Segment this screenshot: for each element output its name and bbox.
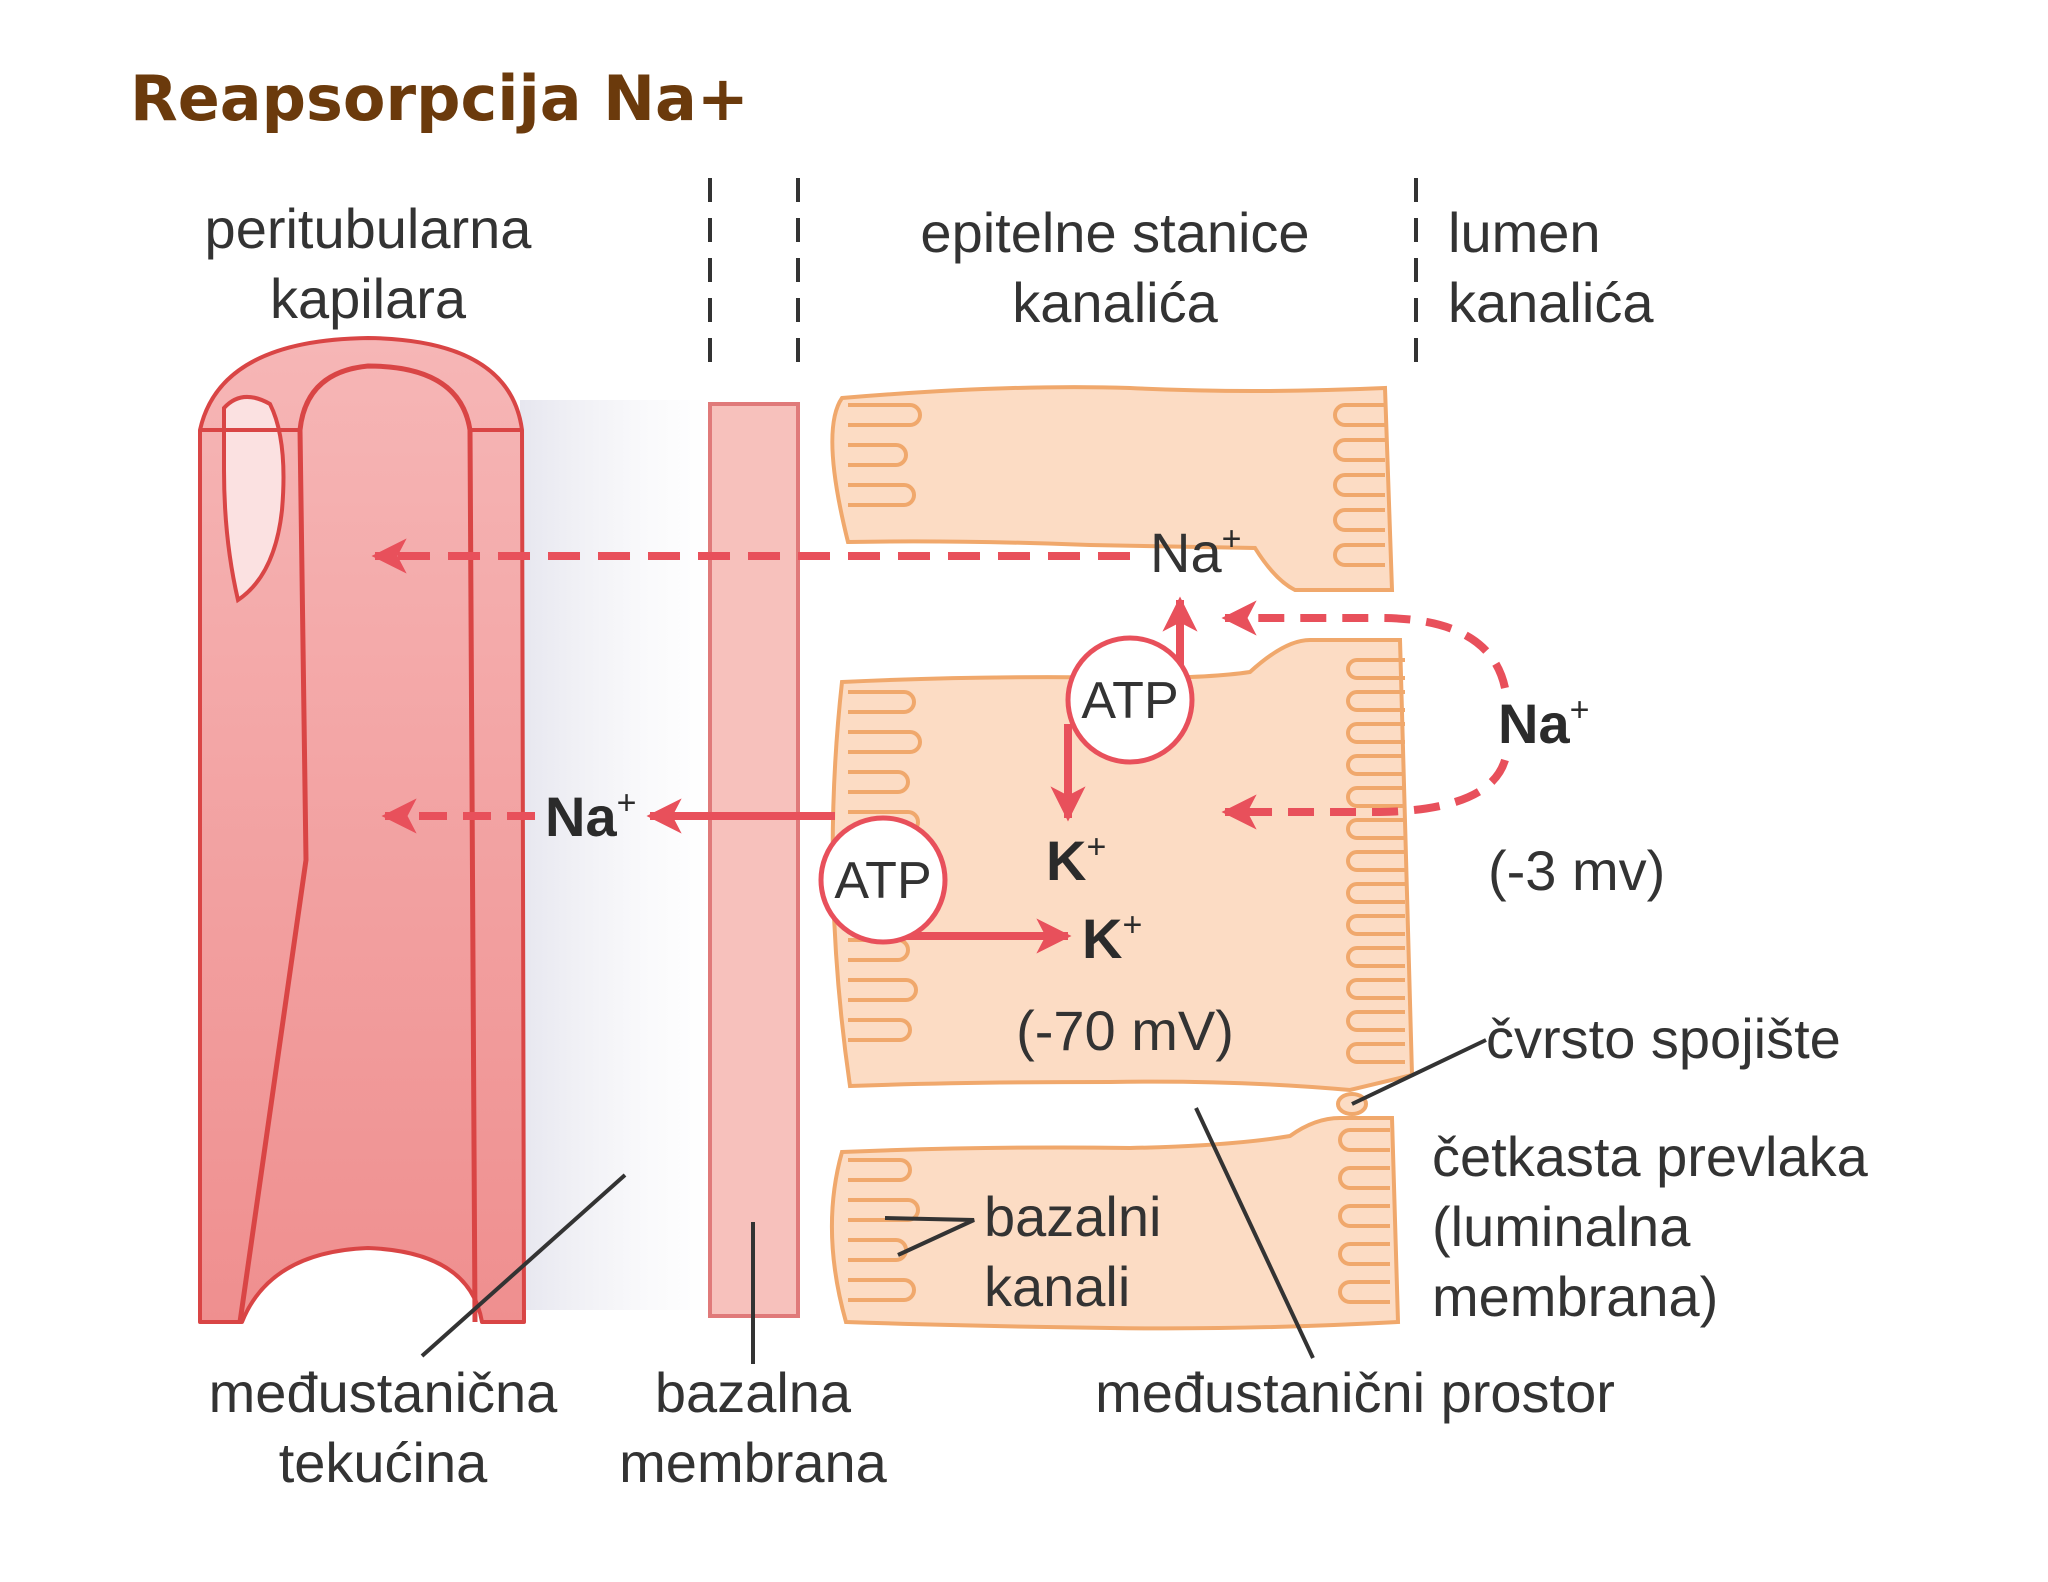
label-basal-channels-1: bazalni bbox=[984, 1185, 1161, 1248]
epithelial-cell-bottom bbox=[829, 1116, 1401, 1331]
leader-basal-channels bbox=[884, 1216, 975, 1257]
label-epithelial-cells-1: epitelne stanice bbox=[920, 201, 1309, 264]
label-peritubular-capillary-1: peritubularna bbox=[205, 197, 533, 260]
arrow-na-lumen-upper bbox=[1221, 600, 1509, 689]
label-interstitial-fluid-2: tekućina bbox=[279, 1431, 488, 1494]
ion-k-upper: K+ bbox=[1046, 828, 1106, 892]
potential-cell: (-70 mV) bbox=[1016, 999, 1234, 1062]
leader-interstitial-fluid bbox=[420, 1173, 627, 1358]
atp-label-upper: ATP bbox=[1081, 672, 1178, 730]
atp-label-lower: ATP bbox=[834, 852, 931, 910]
label-intercellular-space: međustanični prostor bbox=[1095, 1361, 1615, 1424]
peritubular-capillary bbox=[198, 336, 526, 1324]
basement-membrane bbox=[708, 402, 800, 1318]
label-basement-membrane-1: bazalna bbox=[655, 1361, 852, 1424]
potential-lumen: (-3 mv) bbox=[1488, 839, 1665, 902]
label-epithelial-cells-2: kanalića bbox=[1012, 271, 1218, 334]
interstitial-fluid-area bbox=[520, 400, 710, 1310]
label-brush-border-3: membrana) bbox=[1432, 1265, 1718, 1328]
arrow-na-lumen-lower bbox=[1221, 758, 1509, 830]
atp-pump-lower: ATP bbox=[818, 815, 948, 945]
label-lumen-1: lumen bbox=[1448, 201, 1601, 264]
leader-intercellular-space bbox=[1194, 1107, 1315, 1359]
ion-na-basal: Na+ bbox=[545, 784, 636, 848]
label-lumen-2: kanalića bbox=[1448, 271, 1654, 334]
label-brush-border-2: (luminalna bbox=[1432, 1195, 1691, 1258]
label-brush-border-1: četkasta prevlaka bbox=[1432, 1125, 1869, 1188]
label-basal-channels-2: kanali bbox=[984, 1255, 1130, 1318]
label-tight-junction: čvrsto spojište bbox=[1486, 1007, 1841, 1070]
atp-pump-upper: ATP bbox=[1065, 635, 1195, 765]
label-basement-membrane-2: membrana bbox=[619, 1431, 888, 1494]
page-title: Reapsorpcija Na+ bbox=[130, 62, 749, 135]
label-interstitial-fluid-1: međustanična bbox=[209, 1361, 559, 1424]
epithelial-cell-top bbox=[830, 385, 1395, 592]
ion-na-top: Na+ bbox=[1150, 520, 1241, 584]
label-peritubular-capillary-2: kapilara bbox=[270, 267, 467, 330]
ion-k-lower: K+ bbox=[1082, 906, 1142, 970]
ion-na-lumen: Na+ bbox=[1498, 691, 1589, 755]
leader-tight-junction bbox=[1351, 1038, 1487, 1106]
